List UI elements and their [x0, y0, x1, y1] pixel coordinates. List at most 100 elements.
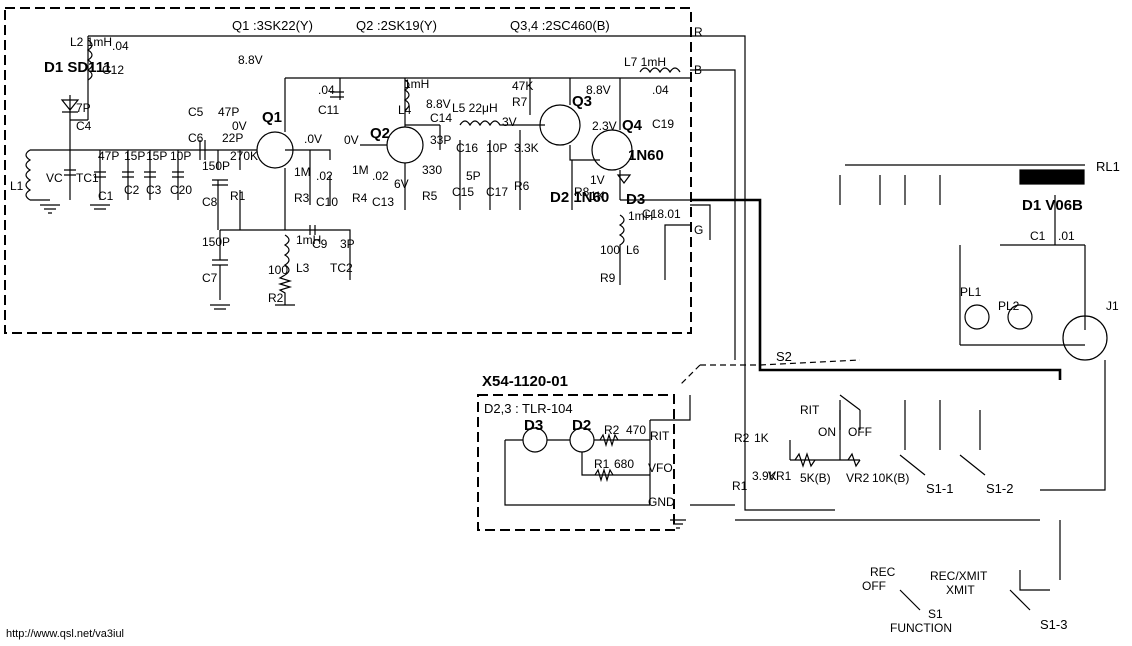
label-c4: C4 [76, 119, 92, 133]
label-l3v: 1mH [296, 233, 322, 247]
label-l4: L4 [398, 103, 412, 117]
wire-r-rail [88, 35, 746, 400]
l4-coil [403, 79, 410, 111]
label-vc: VC [46, 171, 63, 185]
label-c4v: 7P [76, 101, 91, 115]
label-r2v-ctrl: 1K [754, 431, 769, 445]
label-c5: C5 [188, 105, 204, 119]
label-vr2: VR2 [846, 471, 870, 485]
label-c9v: 3P [340, 237, 355, 251]
label-pl1: PL1 [960, 285, 982, 299]
label-c15: C15 [452, 185, 475, 199]
label-r8: R8 [574, 185, 590, 199]
label-c12: C12 [102, 63, 125, 77]
label-l2: L2 1mH [70, 35, 113, 49]
unit-vfo: VFO [648, 461, 673, 475]
transistor-q2 [386, 126, 424, 164]
header-q34: Q3,4 :2SC460(B) [510, 18, 610, 33]
label-off: OFF [848, 425, 872, 439]
rf-bus [690, 198, 1062, 380]
rit-switch [839, 394, 861, 430]
connector-j1 [1062, 315, 1108, 361]
unit-d3: D3 [524, 417, 544, 434]
unit-title: X54-1120-01 [482, 373, 568, 390]
label-r1v-ctrl: 3.9K [752, 469, 777, 483]
label-q1: Q1 [262, 109, 283, 126]
unit-gnd: GND [648, 495, 675, 509]
q3-q4-leads [459, 78, 621, 210]
label-r4v: 1M [352, 163, 369, 177]
label-l1: L1 [10, 179, 24, 193]
unit-d2: D2 [572, 417, 592, 434]
header-q1: Q1 :3SK22(Y) [232, 18, 313, 33]
label-rl1: RL1 [1096, 159, 1120, 174]
label-v6: 6V [394, 177, 409, 191]
c7-c8 [212, 179, 228, 300]
label-function: FUNCTION [890, 621, 952, 635]
lamp-pl2 [1007, 304, 1033, 330]
cap-row [64, 169, 184, 178]
label-l6v: 1mH [628, 209, 654, 223]
wire-b-rail [285, 69, 736, 360]
unit-r2: R2 [604, 423, 620, 437]
label-c20v: 10P [170, 149, 192, 163]
label-c2v: 15P [124, 149, 146, 163]
label-q4: Q4 [622, 117, 643, 134]
label-c8v: 150P [202, 159, 231, 173]
label-c13: C13 [372, 195, 395, 209]
label-c16v: 10P [486, 141, 508, 155]
tank-ground [40, 204, 110, 214]
label-c12v: .04 [112, 39, 129, 53]
label-l5: L5 22μH [452, 101, 498, 115]
q1-source [285, 149, 331, 205]
label-c14: C14 [430, 111, 453, 125]
label-s1-3: S1-3 [1040, 617, 1068, 632]
label-r8v: 1K [590, 189, 605, 203]
label-c3: C3 [146, 183, 162, 197]
label-c19: C19 [652, 117, 675, 131]
label-rit: RIT [800, 403, 820, 417]
label-q3: Q3 [572, 93, 593, 110]
x54-r1 [594, 467, 614, 483]
label-c6: C6 [188, 131, 204, 145]
label-s1: S1 [928, 607, 943, 621]
label-l3: L3 [296, 261, 310, 275]
control-wiring [650, 360, 1106, 580]
label-c7: C7 [202, 271, 218, 285]
label-c16: C16 [456, 141, 479, 155]
label-r1: R1 [230, 189, 246, 203]
label-r5: R5 [422, 189, 438, 203]
x54-r2 [599, 432, 619, 448]
unit-diodes: D2,3 : TLR-104 [484, 401, 573, 416]
lamp-pl1 [964, 304, 990, 330]
x54-wiring [504, 420, 651, 506]
inductor-l5 [459, 120, 545, 127]
label-off2: OFF [862, 579, 886, 593]
inductor-l1 [25, 149, 32, 201]
label-c3v: 15P [146, 149, 168, 163]
label-l7: L7 1mH [624, 55, 667, 69]
label-r2-ctrl: R2 [734, 431, 750, 445]
label-s2: S2 [776, 349, 792, 364]
label-r1v: 270K [230, 149, 259, 163]
label-r6v: 3.3K [514, 141, 539, 155]
s1-wafers [899, 454, 1050, 611]
label-in60: 1N60 [628, 147, 664, 164]
label-r3v: 1M [294, 165, 311, 179]
label-xmit: XMIT [946, 583, 975, 597]
label-c1v: 47P [98, 149, 120, 163]
label-l6: L6 [626, 243, 640, 257]
terminal-r: R [694, 25, 703, 39]
relay-wiring [959, 195, 1086, 346]
label-v0c: 0V [344, 133, 359, 147]
unit-rit: RIT [650, 429, 670, 443]
unit-r1v: 680 [614, 457, 635, 471]
label-s1-1: S1-1 [926, 481, 954, 496]
label-v1: 1V [590, 173, 605, 187]
label-r7v: 47K [512, 79, 534, 93]
label-v3: 3V [502, 115, 517, 129]
label-v88a: 8.8V [238, 53, 263, 67]
label-d2: D2 1N60 [550, 189, 610, 206]
label-c1: C1 [98, 189, 114, 203]
